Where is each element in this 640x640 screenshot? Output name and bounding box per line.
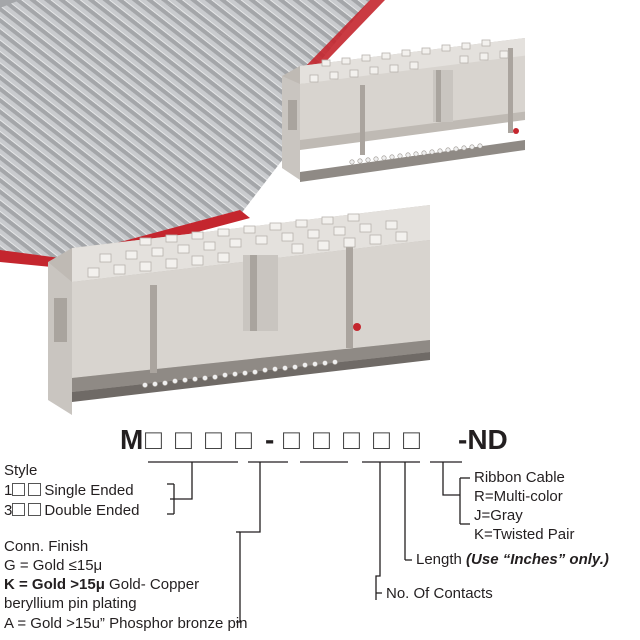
finish-k-code: K = Gold >15μ <box>4 576 105 593</box>
part-number-box-9: □ <box>403 424 420 455</box>
part-number-box-5: □ <box>283 424 300 455</box>
finish-k-line2: beryllium pin plating <box>4 595 137 612</box>
part-number-box-7: □ <box>343 424 360 455</box>
finish-g: G = Gold ≤15μ <box>4 557 103 574</box>
style-code-3: 3 <box>4 502 13 519</box>
finish-k-desc: Gold- Copper <box>104 576 200 593</box>
cable-assembly-illustration <box>0 0 525 415</box>
front-ribbon-cable <box>0 0 305 268</box>
placeholder-box <box>12 483 26 496</box>
part-number-prefix: M <box>120 424 144 455</box>
style-label-single: Single Ended <box>44 482 134 499</box>
ribbon-heading: Ribbon Cable <box>474 469 565 486</box>
leader-lines <box>148 461 470 623</box>
finish-a: A = Gold >15u” Phosphor bronze pin <box>4 615 248 632</box>
style-code-1: 1 <box>4 482 13 499</box>
style-label-double: Double Ended <box>44 502 140 519</box>
part-number-separator: - <box>265 424 275 455</box>
finish-k: K = Gold >15μ Gold- Copper <box>4 576 199 593</box>
part-number-box-2: □ <box>175 424 192 455</box>
length-label: Length (Use “Inches” only.) <box>416 551 609 568</box>
rear-ribbon-cable <box>160 0 385 80</box>
front-connector <box>48 205 430 415</box>
part-number-box-1: □ <box>145 424 162 455</box>
part-number-box-8: □ <box>373 424 390 455</box>
style-option-double: 3 Double Ended <box>4 502 139 519</box>
placeholder-box <box>12 503 26 516</box>
part-number-box-6: □ <box>313 424 330 455</box>
rear-connector <box>282 38 525 182</box>
length-note: (Use “Inches” only.) <box>466 551 609 568</box>
contacts-label: No. Of Contacts <box>386 585 493 602</box>
ribbon-option-j: J=Gray <box>474 507 523 524</box>
placeholder-box <box>28 483 42 496</box>
part-number-box-3: □ <box>205 424 222 455</box>
length-text: Length <box>416 551 467 568</box>
part-number-box-4: □ <box>235 424 252 455</box>
finish-heading: Conn. Finish <box>4 538 89 555</box>
style-option-single: 1 Single Ended <box>4 482 134 499</box>
placeholder-box <box>28 503 42 516</box>
ribbon-option-r: R=Multi-color <box>474 488 563 505</box>
part-number-suffix: -ND <box>458 424 508 455</box>
ribbon-option-k: K=Twisted Pair <box>474 526 575 543</box>
style-heading: Style <box>4 462 38 479</box>
